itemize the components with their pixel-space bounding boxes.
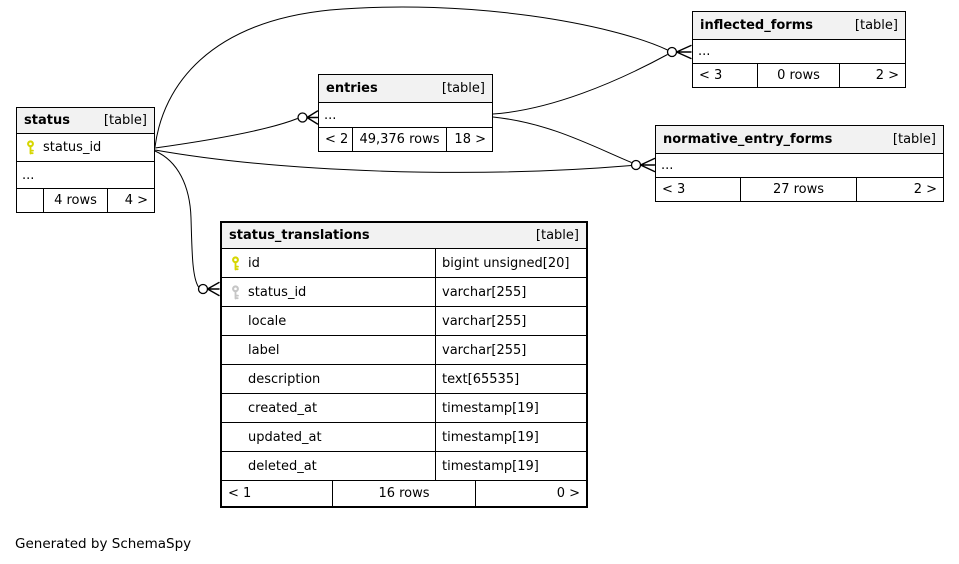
collapsed-columns-row[interactable]: ... [656,154,943,178]
children-count: 2 > [913,182,937,197]
column-row-updated-at[interactable]: updated_at timestamp[19] [222,423,586,452]
children-count: 4 > [124,193,148,208]
table-status-header[interactable]: status [table] [17,108,154,134]
column-name: locale [248,313,287,329]
column-name: created_at [248,400,318,416]
row-count: 16 rows [333,481,476,506]
ellipsis-label: ... [324,107,337,123]
zero-or-one-marker [297,112,308,123]
crows-foot-marker [675,44,692,60]
column-row-created-at[interactable]: created_at timestamp[19] [222,394,586,423]
column-type: varchar[255] [435,278,586,306]
column-row-label[interactable]: label varchar[255] [222,336,586,365]
table-inflected-forms-footer: < 3 0 rows 2 > [693,64,905,87]
parents-count: < 1 [222,481,333,506]
parents-count: < 3 [693,64,758,87]
row-count: 27 rows [741,178,857,201]
crows-foot-marker [639,157,656,173]
column-row-id[interactable]: id bigint unsigned[20] [222,249,586,278]
table-normative-entry-forms-header[interactable]: normative_entry_forms [table] [656,126,943,154]
table-inflected-forms[interactable]: inflected_forms [table] ... < 3 0 rows 2… [692,11,906,88]
column-row-status-id[interactable]: status_id varchar[255] [222,278,586,307]
table-entries[interactable]: entries [table] ... < 2 49,376 rows 18 > [318,74,493,152]
ellipsis-label: ... [661,158,674,173]
collapsed-columns-row[interactable]: ... [17,162,154,189]
generator-note: Generated by SchemaSpy [15,536,192,552]
table-entries-footer: < 2 49,376 rows 18 > [319,128,492,151]
collapsed-columns-row[interactable]: ... [693,40,905,64]
column-name: description [248,371,321,387]
ellipsis-label: ... [698,44,711,59]
column-type: timestamp[19] [435,423,586,451]
column-type: text[65535] [435,365,586,393]
table-name[interactable]: inflected_forms [700,18,813,33]
column-row-status-id[interactable]: status_id [17,134,154,162]
column-type: varchar[255] [435,336,586,364]
ellipsis-label: ... [22,167,35,183]
table-status-translations[interactable]: status_translations [table] id bigint un… [220,221,588,508]
table-name[interactable]: status [24,113,70,128]
table-entries-header[interactable]: entries [table] [319,75,492,103]
edge-status-normative-entry-forms [154,149,632,173]
table-name[interactable]: normative_entry_forms [663,132,833,147]
table-status[interactable]: status [table] status_id ... 4 rows 4 > [16,107,155,213]
zero-or-one-marker [630,159,642,171]
crows-foot-marker [206,281,220,297]
parents-count: < 3 [656,178,741,201]
table-status-translations-header[interactable]: status_translations [table] [222,223,586,249]
primary-key-icon [232,255,239,270]
table-status-footer: 4 rows 4 > [17,189,154,212]
children-count: 18 > [454,132,486,147]
table-tag: [table] [535,228,579,243]
row-count: 49,376 rows [353,128,447,151]
parents-count [17,189,44,212]
table-name[interactable]: status_translations [229,228,370,243]
table-tag: [table] [892,132,936,147]
column-row-description[interactable]: description text[65535] [222,365,586,394]
table-tag: [table] [103,113,147,128]
column-name: deleted_at [248,458,317,474]
edge-entries-normative-entry-forms [492,116,632,163]
edge-status-entries [154,118,298,149]
column-row-locale[interactable]: locale varchar[255] [222,307,586,336]
column-type: timestamp[19] [435,452,586,480]
table-name[interactable]: entries [326,81,378,96]
edge-status-status-translations [154,150,199,288]
zero-or-one-marker [197,283,209,295]
edge-entries-inflected-forms [492,54,668,115]
column-row-deleted-at[interactable]: deleted_at timestamp[19] [222,452,586,481]
table-tag: [table] [854,18,898,33]
children-count: 2 > [875,68,899,83]
column-name: label [248,342,280,358]
table-status-translations-footer: < 1 16 rows 0 > [222,481,586,506]
row-count: 4 rows [44,189,108,212]
column-type: bigint unsigned[20] [435,249,586,277]
column-type: timestamp[19] [435,394,586,422]
children-count: 0 > [556,486,580,501]
column-type: varchar[255] [435,307,586,335]
foreign-key-icon [232,284,239,299]
table-normative-entry-forms-footer: < 3 27 rows 2 > [656,178,943,201]
parents-count: < 2 [319,128,353,151]
column-name: updated_at [248,429,322,445]
column-name: status_id [43,140,102,155]
table-inflected-forms-header[interactable]: inflected_forms [table] [693,12,905,40]
table-tag: [table] [441,81,485,96]
zero-or-one-marker [666,46,678,58]
row-count: 0 rows [758,64,840,87]
column-name: status_id [248,284,307,300]
collapsed-columns-row[interactable]: ... [319,103,492,128]
table-normative-entry-forms[interactable]: normative_entry_forms [table] ... < 3 27… [655,125,944,202]
crows-foot-marker [306,110,319,125]
column-name: id [248,255,260,271]
primary-key-icon [27,140,34,155]
